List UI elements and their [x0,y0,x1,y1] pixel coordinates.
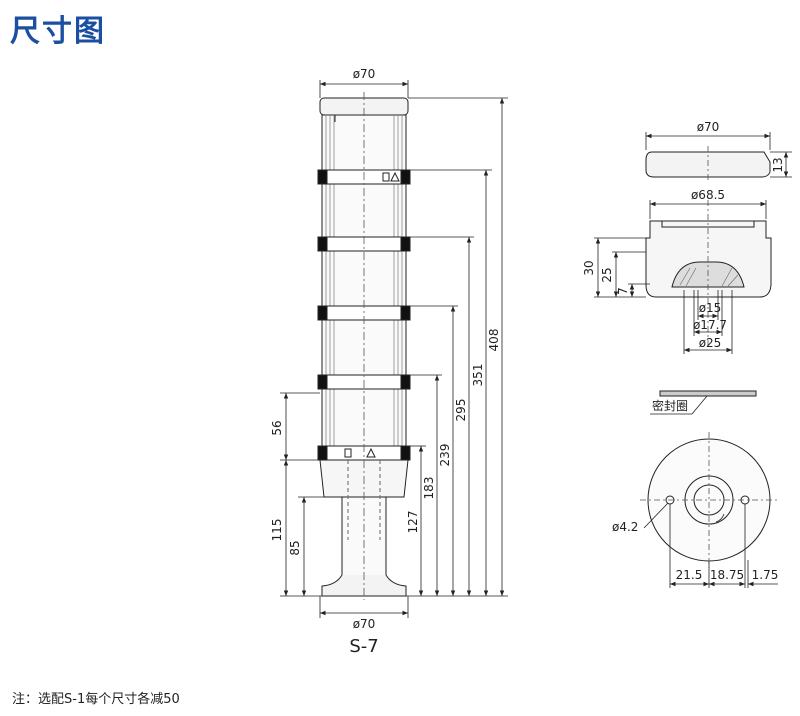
dim-height-295: 295 [454,399,468,422]
dim-56: 56 [270,420,284,435]
page-title: 尺寸图 [10,14,106,49]
spacing-21-5: 21.5 [676,568,703,582]
hole-d17-7: ø17.7 [693,318,727,332]
base-diameter: ø68.5 [691,188,725,202]
dim-bottom-diameter: ø70 [353,617,376,631]
dim-height-127: 127 [406,511,420,534]
dim-height-408: 408 [487,329,501,352]
base-section-view [594,200,772,354]
dim-height-239: 239 [438,444,452,467]
gasket-label: 密封圈 [652,398,688,413]
model-label: S-7 [349,636,378,657]
hole-d15: ø15 [699,301,722,315]
cap-height: 13 [771,157,785,172]
spacing-18-75: 18.75 [710,568,744,582]
mounting-view [640,432,780,588]
base-height-7: 7 [616,287,630,295]
dim-top-diameter: ø70 [353,67,376,81]
mount-hole-diameter: ø4.2 [612,520,638,534]
dim-height-183: 183 [422,477,436,500]
base-height-30: 30 [582,260,596,275]
dim-115: 115 [270,519,284,542]
spacing-1-75: 1.75 [752,568,779,582]
cap-diameter: ø70 [697,120,720,134]
height-dim-lines [406,97,508,597]
dim-85: 85 [288,540,302,555]
gasket-view [650,390,757,415]
base-height-25: 25 [600,267,614,282]
dim-height-351: 351 [471,364,485,387]
footnote: 注：选配S-1每个尺寸各减50 [12,692,180,707]
cap-view [645,132,792,182]
tower-main-view [317,92,411,600]
hole-d25: ø25 [699,336,722,350]
left-dim-lines [280,392,324,597]
